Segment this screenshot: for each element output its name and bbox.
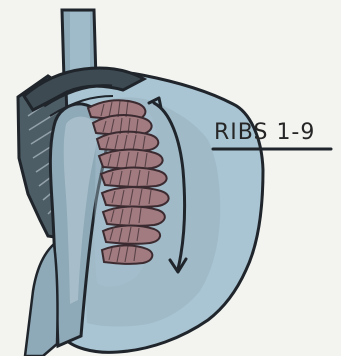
rib-6 <box>102 187 169 207</box>
rib-5 <box>101 168 167 187</box>
ribs-label: RIBS 1-9 <box>214 120 315 145</box>
